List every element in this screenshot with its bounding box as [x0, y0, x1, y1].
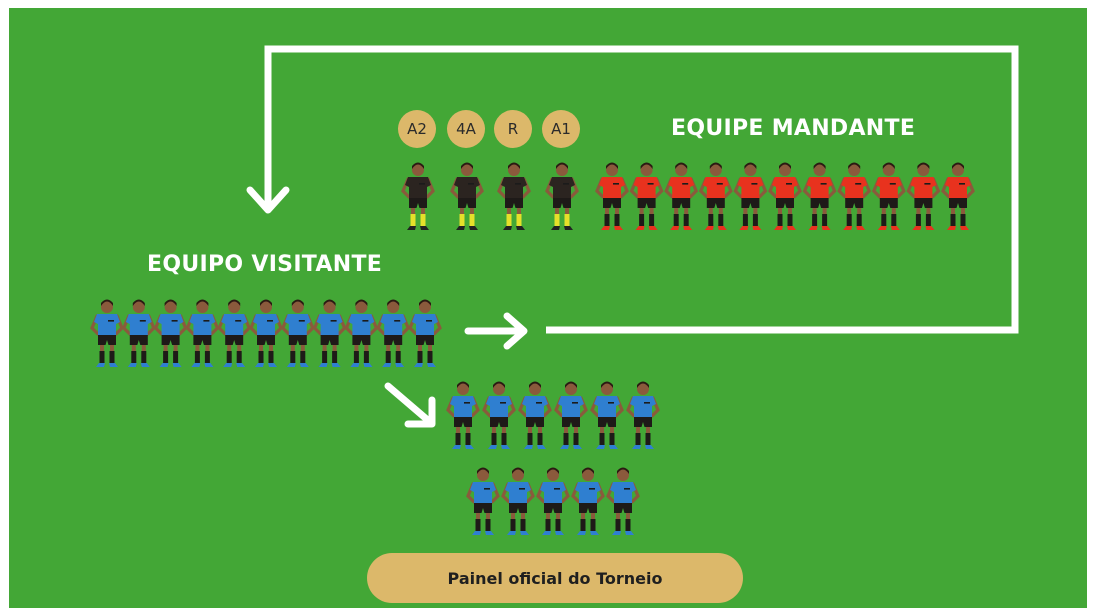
substitute-player	[590, 381, 624, 449]
away-player	[376, 299, 411, 367]
substitute-player	[466, 467, 500, 535]
official-badge-a1: A1	[542, 110, 580, 148]
substitute-player	[446, 381, 480, 449]
away-player	[280, 299, 315, 367]
official-badge-a2: A2	[398, 110, 436, 148]
substitute-player	[536, 467, 570, 535]
home-player	[733, 162, 768, 230]
away-player	[90, 299, 124, 367]
tournament-panel-label: Painel oficial do Torneio	[447, 568, 663, 588]
diagonal-arrow-shaft	[384, 382, 434, 426]
home-player	[941, 162, 975, 230]
away-player	[249, 299, 283, 367]
diagonal-arrowhead	[404, 396, 436, 428]
official-badge-4a: 4A	[447, 110, 485, 148]
substitute-player	[571, 467, 605, 535]
home-player	[768, 162, 802, 230]
official-badge-r: R	[494, 110, 532, 148]
away-player	[344, 299, 379, 367]
home-player	[871, 162, 906, 230]
home-team-title: EQUIPE MANDANTE	[671, 116, 916, 141]
substitute-player	[554, 381, 588, 449]
tournament-panel-button[interactable]: Painel oficial do Torneio	[367, 553, 743, 603]
return-loop-arrow	[264, 45, 1019, 334]
official-figure	[545, 162, 579, 230]
away-team-title: EQUIPO VISITANTE	[147, 252, 383, 277]
return-loop-arrowhead	[246, 186, 290, 214]
substitute-player	[518, 381, 552, 449]
away-player	[185, 299, 220, 367]
official-figure	[401, 162, 435, 230]
home-player	[802, 162, 837, 230]
substitute-player	[606, 467, 640, 535]
home-player	[698, 162, 733, 230]
home-player	[664, 162, 699, 230]
right-arrowhead	[503, 312, 528, 350]
substitute-player	[501, 467, 535, 535]
home-player	[906, 162, 941, 230]
substitute-player	[626, 381, 660, 449]
away-player	[408, 299, 442, 367]
away-player	[153, 299, 188, 367]
official-figure	[450, 162, 484, 230]
home-player	[629, 162, 664, 230]
away-player	[121, 299, 156, 367]
away-player	[217, 299, 252, 367]
substitute-player	[482, 381, 516, 449]
official-figure	[497, 162, 531, 230]
home-player	[595, 162, 629, 230]
away-player	[312, 299, 347, 367]
home-player	[837, 162, 872, 230]
